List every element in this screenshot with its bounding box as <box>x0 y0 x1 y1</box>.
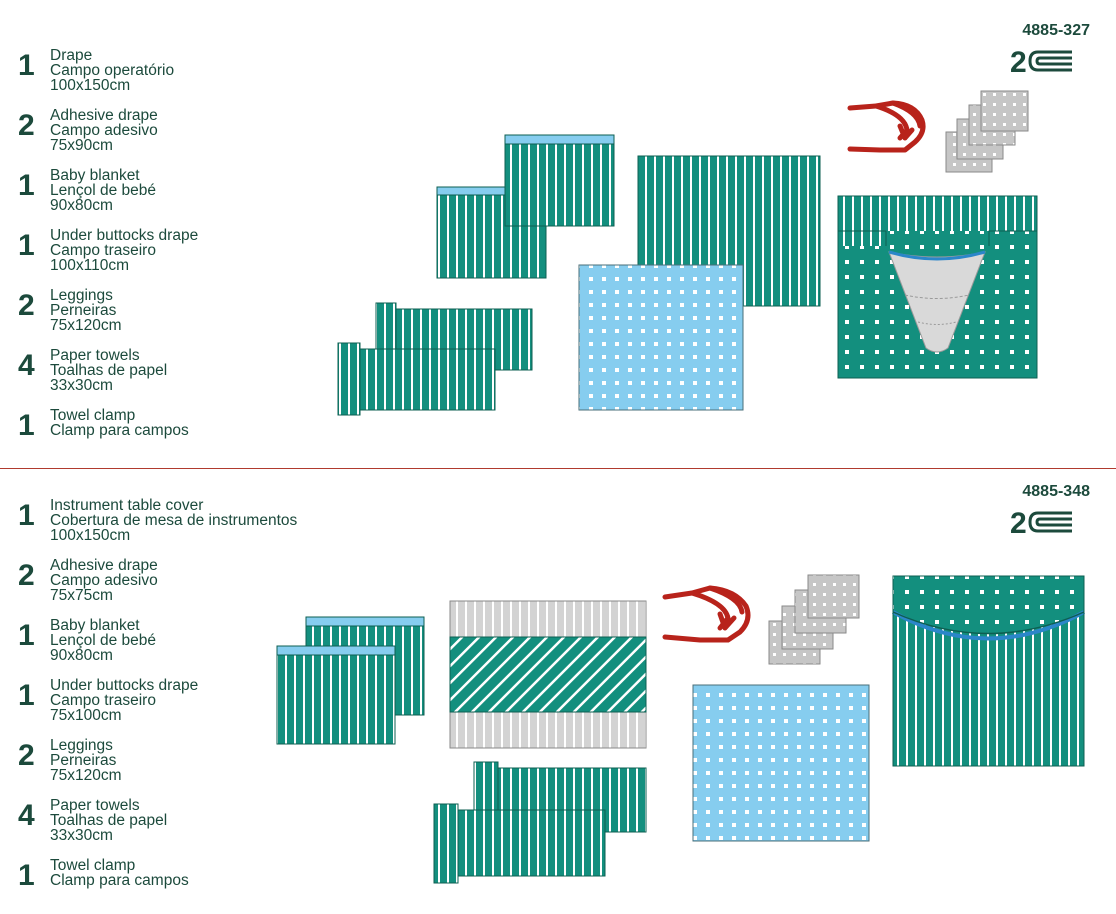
towel-clamp-icon <box>662 585 751 643</box>
item-name-en: Paper towels <box>50 347 140 364</box>
item-size: 100x150cm <box>50 77 131 94</box>
legging-front <box>433 803 606 884</box>
item-name-pt: Campo traseiro <box>50 692 156 709</box>
item-towel-clamp: 1 Towel clamp Clamp para campos <box>0 408 400 464</box>
item-name-en: Towel clamp <box>50 857 136 874</box>
item-name-en: Under buttocks drape <box>50 677 199 694</box>
do-not-reuse-icon: 2 <box>1010 507 1072 540</box>
item-name-en: Leggings <box>50 737 113 754</box>
kit-4885-327: 4885-327 2 1 Drape Campo operatório 100x… <box>0 22 1090 464</box>
item-name-en: Baby blanket <box>50 617 140 634</box>
legging-front <box>337 342 496 416</box>
item-adhesive-drape: 2 Adhesive drape Campo adesivo 75x75cm <box>0 558 400 614</box>
towel-clamp-icon <box>847 100 926 153</box>
item-towel-clamp: 1 Towel clamp Clamp para campos <box>0 858 400 914</box>
item-quantity: 4 <box>18 349 35 382</box>
item-size: 75x120cm <box>50 317 122 334</box>
item-name-en: Towel clamp <box>50 407 136 424</box>
item-quantity: 1 <box>18 619 35 652</box>
item-quantity: 4 <box>18 799 35 832</box>
item-quantity: 1 <box>18 679 35 712</box>
section-divider <box>0 468 1116 469</box>
item-quantity: 1 <box>18 49 35 82</box>
svg-text:2: 2 <box>1010 46 1027 76</box>
item-quantity: 2 <box>18 289 35 322</box>
paper-towels <box>768 574 860 665</box>
item-name-pt: Toalhas de papel <box>50 362 168 379</box>
item-size: 33x30cm <box>50 377 113 394</box>
item-size: 100x150cm <box>50 527 131 544</box>
item-quantity: 2 <box>18 739 35 772</box>
item-quantity: 1 <box>18 229 35 262</box>
item-leggings: 2 Leggings Perneiras 75x120cm <box>0 288 400 344</box>
item-name-pt: Cobertura de mesa de instrumentos <box>50 512 298 529</box>
item-name-en: Instrument table cover <box>50 497 204 514</box>
baby-blanket <box>578 264 744 411</box>
item-size: 100x110cm <box>50 257 129 274</box>
item-name-pt: Perneiras <box>50 752 117 769</box>
item-size: 75x90cm <box>50 137 113 154</box>
svg-text:2: 2 <box>1010 507 1027 537</box>
item-leggings: 2 Leggings Perneiras 75x120cm <box>0 738 400 794</box>
item-name-en: Drape <box>50 47 93 64</box>
item-baby-blanket: 1 Baby blanket Lençol de bebé 90x80cm <box>0 168 400 224</box>
item-name-en: Under buttocks drape <box>50 227 199 244</box>
item-under-buttocks-drape: 1 Under buttocks drape Campo traseiro 75… <box>0 678 400 734</box>
item-baby-blanket: 1 Baby blanket Lençol de bebé 90x80cm <box>0 618 400 674</box>
item-adhesive-drape: 2 Adhesive drape Campo adesivo 75x90cm <box>0 108 400 164</box>
item-name-en: Adhesive drape <box>50 557 158 574</box>
product-code: 4885-348 <box>1022 483 1090 500</box>
item-name-pt: Campo operatório <box>50 62 175 79</box>
baby-blanket <box>692 684 870 842</box>
item-name-en: Paper towels <box>50 797 140 814</box>
item-paper-towels: 4 Paper towels Toalhas de papel 33x30cm <box>0 348 400 404</box>
do-not-reuse-symbol: 2 <box>1010 46 1076 81</box>
item-name-pt: Perneiras <box>50 302 117 319</box>
instrument-table-cover <box>449 600 647 749</box>
item-name-pt: Campo adesivo <box>50 122 158 139</box>
adhesive-drape-front <box>504 134 615 227</box>
item-drape: 1 Drape Campo operatório 100x150cm <box>0 48 400 104</box>
item-name-en: Baby blanket <box>50 167 140 184</box>
item-quantity: 1 <box>18 169 35 202</box>
item-name-en: Adhesive drape <box>50 107 158 124</box>
item-name-pt: Lençol de bebé <box>50 632 157 649</box>
adhesive-drape-front <box>276 645 396 745</box>
item-name-en: Leggings <box>50 287 113 304</box>
item-quantity: 2 <box>18 109 35 142</box>
do-not-reuse-symbol: 2 <box>1010 507 1076 542</box>
item-size: 75x75cm <box>50 587 113 604</box>
item-size: 90x80cm <box>50 197 113 214</box>
item-name-pt: Clamp para campos <box>50 872 189 889</box>
item-name-pt: Clamp para campos <box>50 422 189 439</box>
item-quantity: 1 <box>18 499 35 532</box>
item-name-pt: Lençol de bebé <box>50 182 157 199</box>
item-size: 75x100cm <box>50 707 122 724</box>
item-quantity: 1 <box>18 859 35 892</box>
item-paper-towels: 4 Paper towels Toalhas de papel 33x30cm <box>0 798 400 854</box>
item-size: 75x120cm <box>50 767 122 784</box>
product-code: 4885-327 <box>1022 22 1090 39</box>
item-size: 33x30cm <box>50 827 113 844</box>
under-buttocks-drape <box>892 575 1085 767</box>
item-under-buttocks-drape: 1 Under buttocks drape Campo traseiro 10… <box>0 228 400 284</box>
item-name-pt: Campo traseiro <box>50 242 156 259</box>
main-drape <box>837 195 1038 379</box>
item-name-pt: Campo adesivo <box>50 572 158 589</box>
kit-4885-348: 4885-348 2 1 Instrument table cover Cobe… <box>0 470 1116 910</box>
paper-towels <box>945 90 1029 173</box>
item-size: 90x80cm <box>50 647 113 664</box>
item-quantity: 2 <box>18 559 35 592</box>
item-quantity: 1 <box>18 409 35 442</box>
item-name-pt: Toalhas de papel <box>50 812 168 829</box>
do-not-reuse-icon: 2 <box>1010 46 1072 79</box>
item-instrument-table-cover: 1 Instrument table cover Cobertura de me… <box>0 498 400 554</box>
